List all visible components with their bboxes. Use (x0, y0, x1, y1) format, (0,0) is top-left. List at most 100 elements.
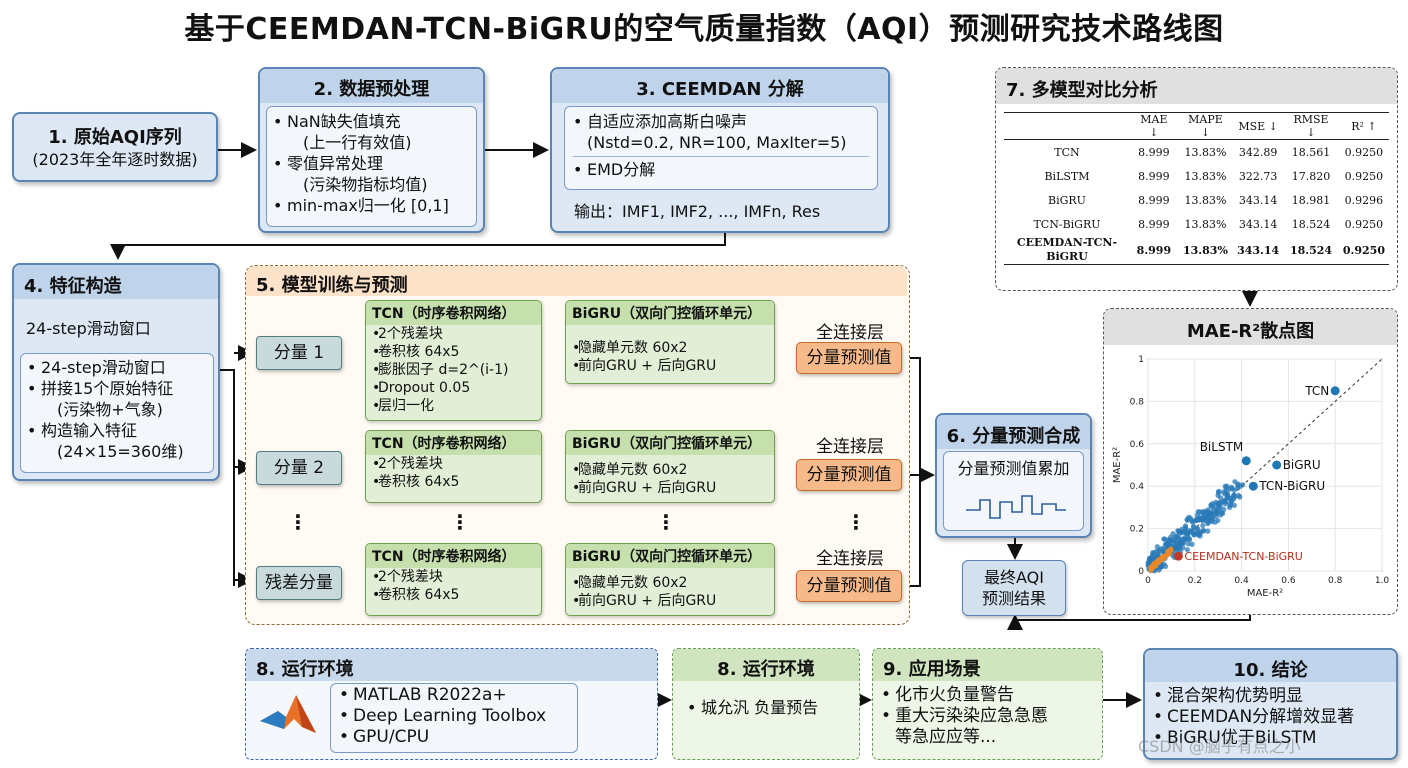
table-cell: 17.820 (1291, 169, 1331, 183)
x-tick-label: 0.4 (1234, 576, 1249, 586)
table-cell: 0.9250 (1344, 145, 1384, 159)
box-env-b-title: 8. 运行环境 (717, 659, 815, 680)
ellipsis: ⋮ (450, 510, 470, 534)
cloud-point (1224, 494, 1230, 500)
list-item: Dropout 0.05 (372, 379, 541, 397)
fc-label-2: 全连接层 (816, 437, 884, 457)
list-item: 拼接15个原始特征 (27, 378, 207, 399)
box-feature-sub: 24-step滑动窗口 (26, 319, 151, 338)
bigru-block-title: BiGRU（双向门控循环单元） (566, 544, 774, 568)
list-item: 前向GRU + 后向GRU (572, 479, 774, 497)
y-axis-label: MAE-R² (1112, 447, 1123, 483)
cloud-point (1147, 557, 1153, 563)
point-label: TCN (1304, 384, 1329, 398)
scatter-title: MAE-R²散点图 (1186, 321, 1315, 342)
box-feature-list: 24-step滑动窗口 拼接15个原始特征 (污染物+气象) 构造输入特征 (2… (20, 353, 214, 473)
list-item: 隐藏单元数 60x2 (572, 339, 774, 357)
cloud-point (1201, 528, 1207, 534)
cloud-point (1162, 563, 1169, 570)
cloud-point (1224, 483, 1230, 489)
table-cell: 18.524 (1283, 236, 1339, 265)
table-cell: 18.561 (1291, 145, 1331, 159)
bigru-block-2: BiGRU（双向门控循环单元） 隐藏单元数 60x2 前向GRU + 后向GRU (565, 430, 775, 503)
table-cell: 13.83% (1184, 145, 1227, 159)
box-raw-aqi-title: 1. 原始AQI序列 (48, 127, 182, 148)
table-cell: BiLSTM (1044, 169, 1090, 183)
final-result-line1: 最终AQI (984, 568, 1044, 587)
point-label: BiLSTM (1200, 440, 1244, 454)
list-item: (Nstd=0.2, NR=100, MaxIter=5) (587, 133, 847, 152)
cloud-point-orange (1151, 562, 1156, 568)
table-cell: 8.999 (1130, 236, 1178, 265)
table-cell: TCN-BiGRU (1033, 217, 1101, 231)
fc-output-3: 分量预测值 (796, 570, 902, 602)
table-cell: 0.9250 (1344, 217, 1384, 231)
fc-label-1: 全连接层 (816, 323, 884, 343)
box-raw-aqi: 1. 原始AQI序列 (2023年全年逐时数据) (12, 112, 218, 182)
cloud-point (1182, 535, 1188, 541)
list-item: 构造输入特征 (27, 420, 207, 441)
cloud-point (1184, 547, 1190, 553)
point-label: BiGRU (1283, 458, 1321, 472)
table-cell: CEEMDAN-TCN-BiGRU (1004, 236, 1130, 265)
tcn-block-title: TCN（时序卷积网络） (366, 301, 541, 325)
cloud-point (1205, 519, 1211, 525)
list-item: (上一行有效值) (303, 133, 412, 152)
cloud-point (1230, 496, 1237, 502)
cloud-point (1175, 528, 1181, 534)
final-result: 最终AQI 预测结果 (962, 560, 1066, 616)
cloud-point (1216, 500, 1223, 506)
list-item: 混合架构优势明显 (1153, 686, 1391, 707)
scatter-point (1330, 386, 1340, 396)
scatter-point (1248, 481, 1258, 491)
cloud-point (1170, 540, 1176, 546)
table-cell: 343.14 (1233, 236, 1284, 265)
scatter-point (1173, 551, 1183, 561)
box-ceemdan-output: 输出：IMF1, IMF2, ..., IMFn, Res (574, 202, 821, 221)
list-item: Deep Learning Toolbox (339, 706, 569, 727)
list-item: 城允汎 负量预告 (687, 697, 855, 718)
list-item: MATLAB R2022a+ (339, 685, 569, 706)
cloud-point (1183, 530, 1189, 536)
fc-label-3: 全连接层 (816, 549, 884, 569)
list-item: 化市火负量警告 (881, 685, 1091, 706)
ellipsis: ⋮ (288, 510, 308, 534)
cloud-point (1188, 528, 1194, 534)
tcn-block-title: TCN（时序卷积网络） (366, 431, 541, 455)
box-synthesis: 6. 分量预测合成 分量预测值累加 (935, 413, 1092, 538)
box-env-b: 8. 运行环境 城允汎 负量预告 (672, 648, 860, 760)
x-tick-label: 0.6 (1281, 576, 1296, 586)
bigru-block-3: BiGRU（双向门控循环单元） 隐藏单元数 60x2 前向GRU + 后向GRU (565, 543, 775, 616)
box-comparison: 7. 多模型对比分析 MAE ↓ MAPE ↓ MSE ↓ RMSE ↓ R² … (995, 67, 1398, 291)
list-item: 重大污染染应急急慝 (881, 706, 1091, 727)
box-feature: 4. 特征构造 24-step滑动窗口 24-step滑动窗口 拼接15个原始特… (12, 263, 220, 481)
cloud-point (1190, 524, 1196, 530)
x-axis-label: MAE-R² (1247, 588, 1283, 599)
cloud-point (1186, 536, 1192, 542)
cloud-point (1199, 509, 1205, 515)
table-cell: TCN (1054, 145, 1080, 159)
tcn-block-3: TCN（时序卷积网络） 2个残差块 卷积核 64x5 (365, 543, 542, 616)
fc-output-1: 分量预测值 (796, 342, 902, 374)
list-item: 隐藏单元数 60x2 (572, 574, 774, 592)
list-item: 前向GRU + 后向GRU (572, 357, 774, 375)
list-item: 卷积核 64x5 (372, 473, 541, 491)
y-tick-label: 0.2 (1130, 525, 1144, 535)
table-header: MAPE ↓ (1177, 112, 1234, 140)
list-item: 前向GRU + 后向GRU (572, 592, 774, 610)
table-header: MAE ↓ (1130, 112, 1178, 140)
cloud-point (1184, 517, 1191, 523)
box-ceemdan-list: 自适应添加高斯白噪声 (Nstd=0.2, NR=100, MaxIter=5)… (564, 106, 878, 190)
table-cell: 0.9296 (1344, 193, 1384, 207)
list-item: 隐藏单元数 60x2 (572, 461, 774, 479)
cloud-point (1215, 489, 1222, 496)
cloud-point (1240, 482, 1246, 488)
component-2: 分量 2 (256, 451, 342, 485)
y-tick-label: 0.6 (1130, 440, 1145, 450)
box-ceemdan: 3. CEEMDAN 分解 自适应添加高斯白噪声 (Nstd=0.2, NR=1… (550, 67, 890, 233)
cloud-point-orange (1159, 554, 1165, 560)
box-application-title: 9. 应用场景 (883, 659, 981, 680)
box-preprocess-title: 2. 数据预处理 (313, 79, 430, 100)
bigru-block-title: BiGRU（双向门控循环单元） (566, 431, 774, 455)
table-cell: 343.14 (1238, 217, 1278, 231)
